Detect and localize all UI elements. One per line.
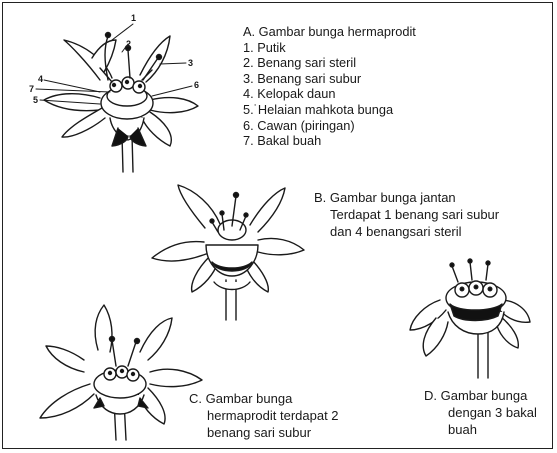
legend-a-item: 6. Cawan (piringan) — [243, 118, 416, 134]
caption-c-line-2: hermaprodit terdapat 2 — [207, 408, 339, 424]
legend-a-item: 1. Putik — [243, 40, 416, 56]
legend-a-title: A. Gambar bunga hermaprodit — [243, 24, 416, 40]
caption-b-line-3: dan 4 benangsari steril — [330, 224, 462, 240]
legend-a-item: 2. Benang sari steril — [243, 55, 416, 71]
flower-c-drawing — [40, 305, 202, 440]
caption-c-line-1: C. Gambar bunga — [189, 391, 292, 407]
callout-2: 2 — [126, 39, 131, 49]
caption-d-line-1: D. Gambar bunga — [424, 388, 527, 404]
callout-5: 5 — [33, 95, 38, 105]
caption-b-line-1: B. Gambar bunga jantan — [314, 190, 456, 206]
caption-b-line-2: Terdapat 1 benang sari subur — [330, 207, 499, 223]
flower-d-drawing — [410, 259, 530, 378]
callout-7: 7 — [29, 84, 34, 94]
callout-4: 4 — [38, 74, 43, 84]
callout-3: 3 — [188, 58, 193, 68]
legend-a-item: 7. Bakal buah — [243, 133, 416, 149]
flower-a-drawing — [36, 24, 198, 172]
legend-a-item: 3. Benang sari subur — [243, 71, 416, 87]
caption-d-line-3: buah — [448, 422, 477, 438]
caption-d-line-2: dengan 3 bakal — [448, 405, 537, 421]
callout-6: 6 — [194, 80, 199, 90]
caption-c-line-3: benang sari subur — [207, 425, 311, 441]
legend-a: A. Gambar bunga hermaprodit 1. Putik 2. … — [243, 24, 416, 149]
callout-1: 1 — [131, 13, 136, 23]
flower-b-drawing — [152, 185, 304, 320]
legend-a-item: 5.˙Helaian mahkota bunga — [243, 102, 416, 118]
legend-a-item: 4. Kelopak daun — [243, 86, 416, 102]
